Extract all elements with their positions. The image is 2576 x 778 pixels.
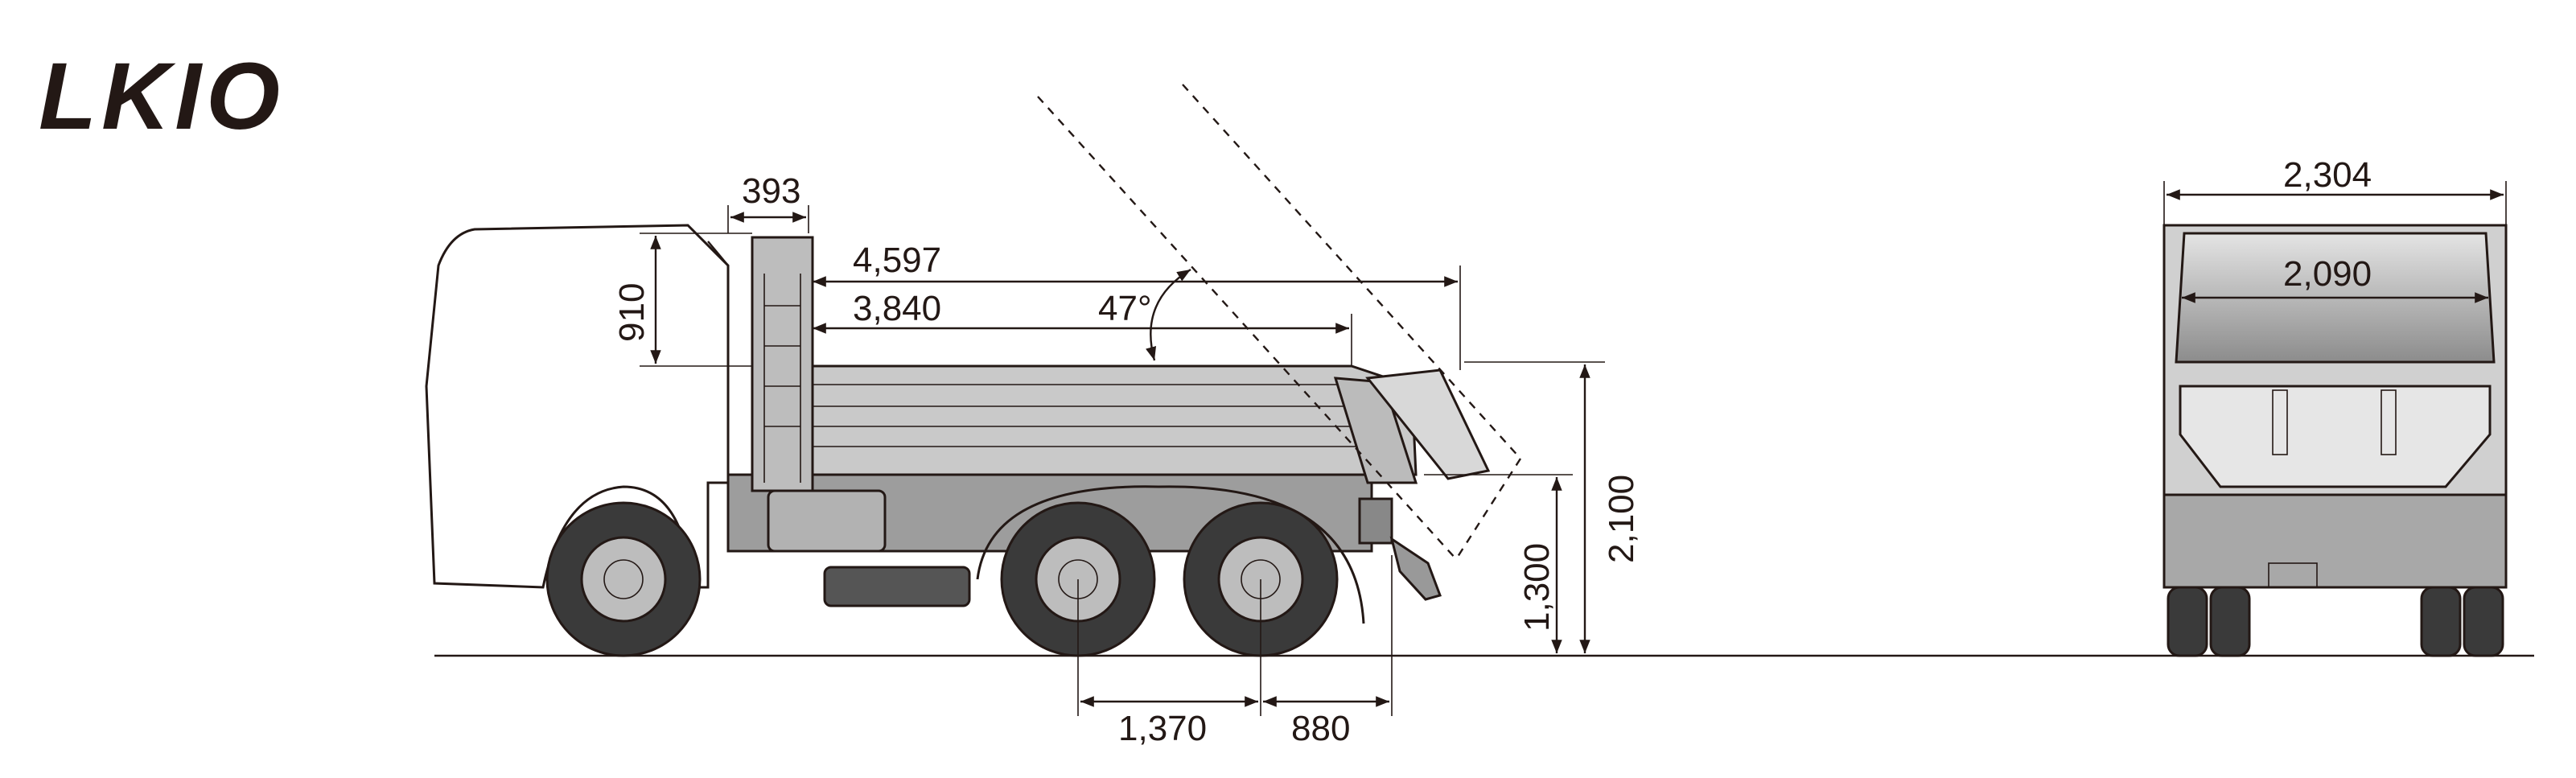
dim-910-label: 910: [612, 283, 652, 342]
dim-1370-label: 1,370: [1118, 709, 1207, 748]
rear-chassis: [2162, 493, 2508, 589]
dim-2100-label: 2,100: [1602, 475, 1641, 563]
side-view-truck: [425, 224, 1491, 657]
tailgate-hinge: [1365, 368, 1491, 480]
angle-arc: [1146, 268, 1191, 361]
mud-flap: [1389, 536, 1442, 601]
rear-fender: [976, 485, 1365, 624]
rear-right-tires: [2420, 586, 2504, 657]
dim-880-label: 880: [1291, 709, 1350, 748]
front-wheel: [545, 501, 702, 657]
dim-393-label: 393: [742, 171, 800, 211]
dim-2304-label: 2,304: [2283, 155, 2372, 195]
dump-body: [811, 364, 1418, 476]
rear-frame-box: [2179, 385, 2492, 488]
brand-logo: LKIO: [39, 43, 285, 150]
rear-light: [1358, 497, 1393, 545]
dim-1300-label: 1,300: [1517, 543, 1557, 632]
side-step: [823, 566, 971, 607]
dim-2090-label: 2,090: [2283, 254, 2372, 294]
dim-3840-label: 3,840: [853, 289, 941, 328]
dump-angle-label: 47°: [1098, 289, 1152, 328]
rear-left-tires: [2167, 586, 2251, 657]
tailgate: [1333, 377, 1418, 484]
rear-view-truck: [2162, 224, 2508, 657]
dim-4597-label: 4,597: [853, 241, 941, 280]
fuel-tank: [767, 489, 887, 553]
front-ladder: [751, 236, 814, 492]
